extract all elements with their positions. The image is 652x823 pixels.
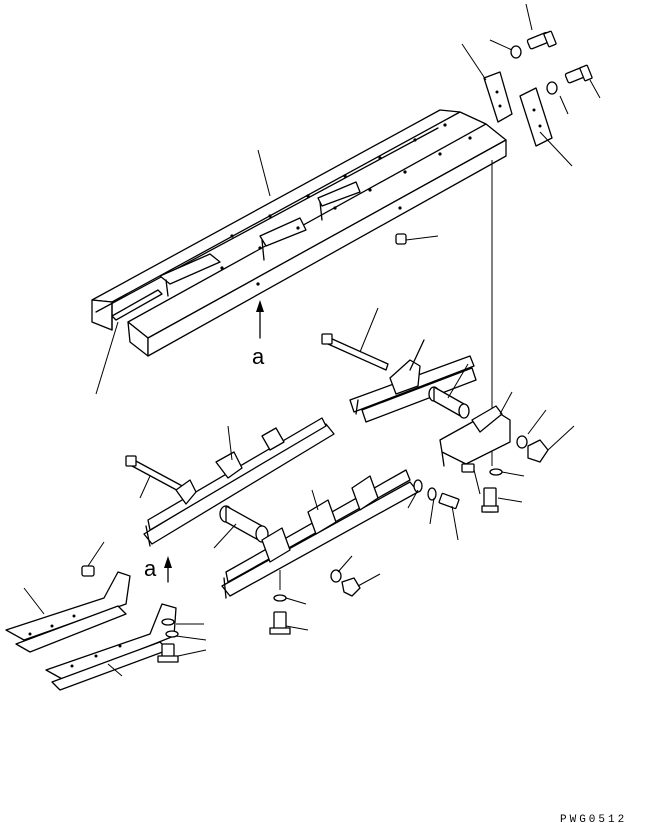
washer-and-nut-right [516,409,575,463]
guard-right-end [439,391,513,467]
small-bolt-right [461,463,525,513]
view-letter-bottom: a [144,556,157,581]
washer-bolt-lower-left [157,618,207,663]
view-arrow-bottom: a [144,556,172,583]
guard-lower-right [221,469,419,599]
guard-upper [349,339,477,423]
bolt-top [489,3,557,59]
guard-lower-left [143,417,335,547]
spacer-pipe-lower [213,505,269,549]
drawing-code: PWG0512 [560,814,627,823]
grease-fitting [395,233,439,245]
view-arrow-top: a [252,300,265,369]
bolt-lower-center [269,570,309,635]
view-letter-top: a [252,344,265,369]
track-frame [91,109,507,357]
long-bolt-upper [321,307,389,371]
spacer-pipe-upper [428,363,470,419]
bolt-right [546,64,601,115]
leader-frame-end [95,321,119,395]
lower-guard-1 [5,541,131,653]
washer-nut-lower [330,479,460,597]
end-brackets [461,43,573,167]
